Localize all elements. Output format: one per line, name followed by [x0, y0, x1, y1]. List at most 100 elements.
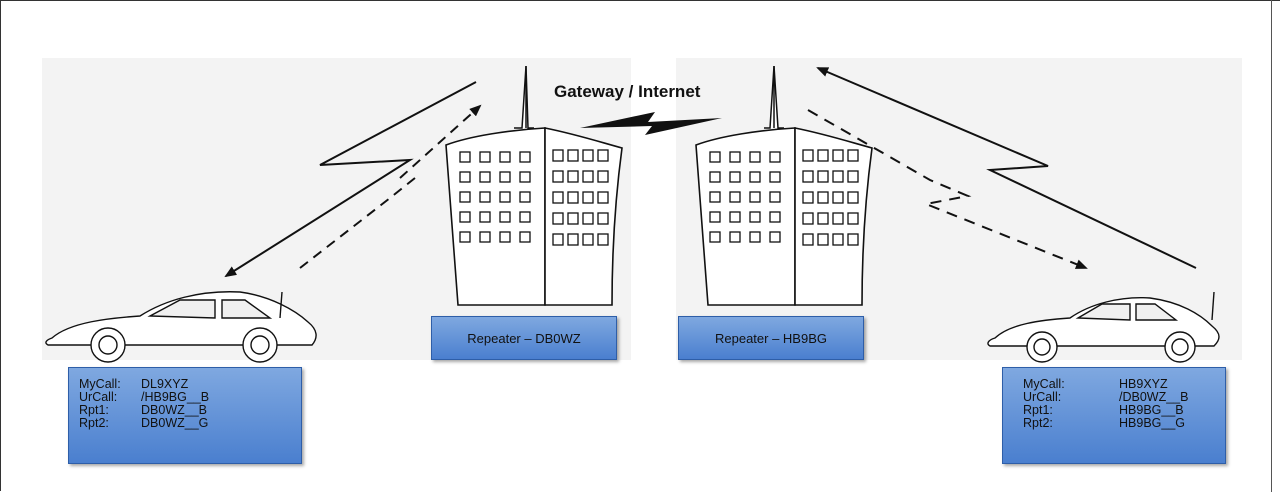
info-value: DL9XYZ — [141, 377, 189, 391]
building-window — [499, 151, 511, 163]
building-window — [709, 231, 721, 243]
building-window — [597, 170, 609, 183]
gateway-label: Gateway / Internet — [554, 82, 701, 101]
building-window — [567, 149, 579, 162]
building-window — [769, 171, 781, 183]
building-window — [729, 171, 741, 183]
building-window — [729, 191, 741, 203]
building-window — [567, 212, 579, 225]
info-row: MyCall:HB9XYZ — [1023, 378, 1225, 391]
station-info-box-right: MyCall:HB9XYZ UrCall: /DB0WZ__B Rpt1: HB9B… — [1002, 367, 1226, 464]
building-window — [479, 171, 491, 183]
building-window — [582, 233, 594, 246]
building-window — [802, 149, 814, 162]
building-window — [552, 233, 564, 246]
building-window — [749, 211, 761, 223]
left-dashed-link-head — [399, 104, 482, 179]
info-row: Rpt1: DB0WZ__B — [79, 404, 301, 417]
building-window — [749, 191, 761, 203]
building-window — [479, 211, 491, 223]
info-key: MyCall: — [79, 377, 121, 391]
building-window — [817, 212, 829, 225]
repeater-box-hb9bg: Repeater – HB9BG — [678, 316, 864, 360]
building-window — [847, 149, 859, 162]
left-antenna-tower — [514, 65, 534, 129]
building-window — [832, 191, 844, 204]
building-window — [459, 151, 471, 163]
building-window — [459, 191, 471, 203]
building-window — [817, 191, 829, 204]
right-solid-link — [816, 67, 1197, 269]
building-window — [709, 171, 721, 183]
building-window — [567, 233, 579, 246]
building-window — [802, 233, 814, 246]
right-car — [987, 291, 1220, 363]
building-window — [582, 191, 594, 204]
building-window — [802, 191, 814, 204]
info-value: DB0WZ__G — [141, 416, 209, 430]
building-window — [802, 212, 814, 225]
building-window — [709, 211, 721, 223]
building-window — [597, 149, 609, 162]
info-key: MyCall: — [1023, 377, 1065, 391]
building-window — [499, 191, 511, 203]
building-window — [749, 151, 761, 163]
info-key: UrCall: — [79, 390, 118, 404]
building-window — [847, 191, 859, 204]
building-window — [582, 212, 594, 225]
building-window — [769, 211, 781, 223]
building-window — [499, 231, 511, 243]
building-window — [597, 212, 609, 225]
info-value: DB0WZ__B — [141, 403, 207, 417]
info-key: Rpt2: — [1023, 416, 1053, 430]
info-key: Rpt1: — [79, 403, 109, 417]
right-building — [695, 127, 873, 306]
info-key: Rpt1: — [1023, 403, 1053, 417]
building-window — [709, 151, 721, 163]
info-key: UrCall: — [1023, 390, 1062, 404]
building-window — [552, 191, 564, 204]
building-window — [749, 171, 761, 183]
info-row: Rpt2: HB9BG__G — [1023, 417, 1225, 430]
gateway-link-bolt — [580, 112, 722, 135]
info-row: Rpt1: HB9BG__B — [1023, 404, 1225, 417]
building-window — [817, 233, 829, 246]
building-window — [499, 171, 511, 183]
building-window — [597, 233, 609, 246]
frame-right-edge — [1271, 0, 1272, 492]
info-row: UrCall:/HB9BG__B — [79, 391, 301, 404]
info-value: HB9BG__G — [1119, 416, 1186, 430]
building-window — [847, 233, 859, 246]
building-window — [729, 151, 741, 163]
building-window — [582, 170, 594, 183]
building-window — [847, 212, 859, 225]
left-building-windows — [459, 149, 609, 246]
building-window — [817, 149, 829, 162]
right-building-windows — [709, 149, 859, 246]
building-window — [519, 151, 531, 163]
building-window — [709, 191, 721, 203]
building-window — [729, 231, 741, 243]
building-window — [769, 191, 781, 203]
building-window — [479, 191, 491, 203]
info-value: HB9BG__B — [1119, 403, 1184, 417]
building-window — [597, 191, 609, 204]
info-row: MyCall: DL9XYZ — [79, 378, 301, 391]
building-window — [552, 149, 564, 162]
building-window — [552, 212, 564, 225]
info-value: /DB0WZ__B — [1119, 390, 1189, 404]
building-window — [459, 231, 471, 243]
building-window — [832, 149, 844, 162]
building-window — [749, 231, 761, 243]
building-window — [519, 211, 531, 223]
building-window — [459, 211, 471, 223]
repeater-label: Repeater – DB0WZ — [467, 330, 581, 346]
left-solid-link — [224, 81, 477, 278]
info-row: UrCall: /DB0WZ__B — [1023, 391, 1225, 404]
left-car — [45, 291, 317, 363]
building-window — [832, 170, 844, 183]
left-dashed-link — [299, 173, 421, 269]
building-window — [519, 231, 531, 243]
